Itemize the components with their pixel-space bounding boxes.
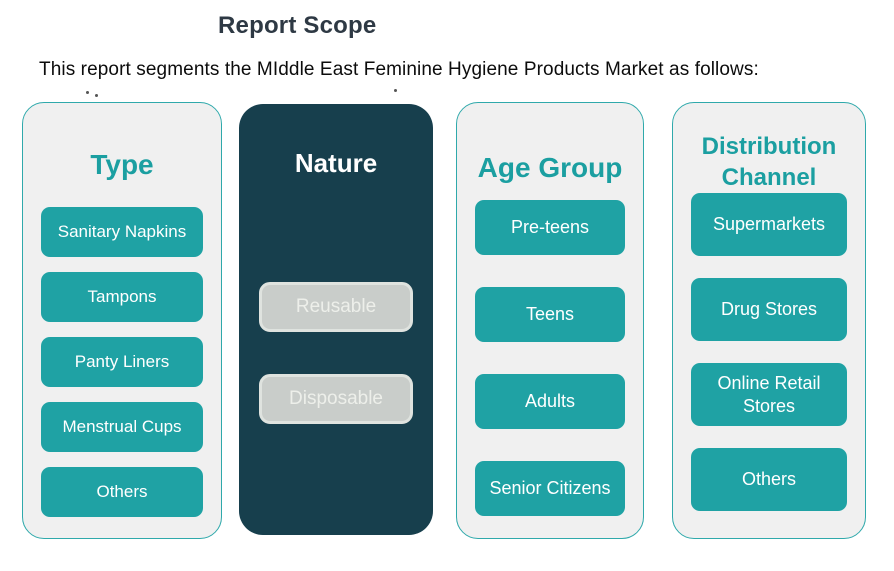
chip-supermarkets: Supermarkets xyxy=(691,193,847,256)
chip-teens: Teens xyxy=(475,287,625,342)
chip-distribution-others: Others xyxy=(691,448,847,511)
chip-online-retail-stores: Online Retail Stores xyxy=(691,363,847,426)
column-type: Type Sanitary Napkins Tampons Panty Line… xyxy=(22,102,222,539)
chip-drug-stores: Drug Stores xyxy=(691,278,847,341)
chip-adults: Adults xyxy=(475,374,625,429)
page-title: Report Scope xyxy=(218,12,377,39)
column-nature-chips: Reusable Disposable xyxy=(259,282,413,424)
chip-type-others: Others xyxy=(41,467,203,517)
column-age-group: Age Group Pre-teens Teens Adults Senior … xyxy=(456,102,644,539)
column-age-group-chips: Pre-teens Teens Adults Senior Citizens xyxy=(475,200,625,516)
chip-panty-liners: Panty Liners xyxy=(41,337,203,387)
column-type-chips: Sanitary Napkins Tampons Panty Liners Me… xyxy=(41,207,203,517)
chip-tampons: Tampons xyxy=(41,272,203,322)
chip-menstrual-cups: Menstrual Cups xyxy=(41,402,203,452)
chip-reusable: Reusable xyxy=(259,282,413,332)
stray-dot xyxy=(86,91,89,94)
column-distribution-channel-chips: Supermarkets Drug Stores Online Retail S… xyxy=(691,193,847,511)
stray-dot xyxy=(394,89,397,92)
chip-disposable: Disposable xyxy=(259,374,413,424)
column-distribution-channel: Distribution Channel Supermarkets Drug S… xyxy=(672,102,866,539)
column-age-group-heading: Age Group xyxy=(477,152,623,183)
column-nature: Nature Reusable Disposable xyxy=(239,104,433,535)
chip-senior-citizens: Senior Citizens xyxy=(475,461,625,516)
stray-dot xyxy=(95,94,98,97)
segmentation-columns: Type Sanitary Napkins Tampons Panty Line… xyxy=(22,102,866,539)
page-subtitle: This report segments the MIddle East Fem… xyxy=(39,59,759,80)
chip-sanitary-napkins: Sanitary Napkins xyxy=(41,207,203,257)
column-nature-heading: Nature xyxy=(294,148,378,178)
column-type-heading: Type xyxy=(90,149,154,180)
chip-pre-teens: Pre-teens xyxy=(475,200,625,255)
column-distribution-channel-heading: Distribution Channel xyxy=(701,133,837,192)
